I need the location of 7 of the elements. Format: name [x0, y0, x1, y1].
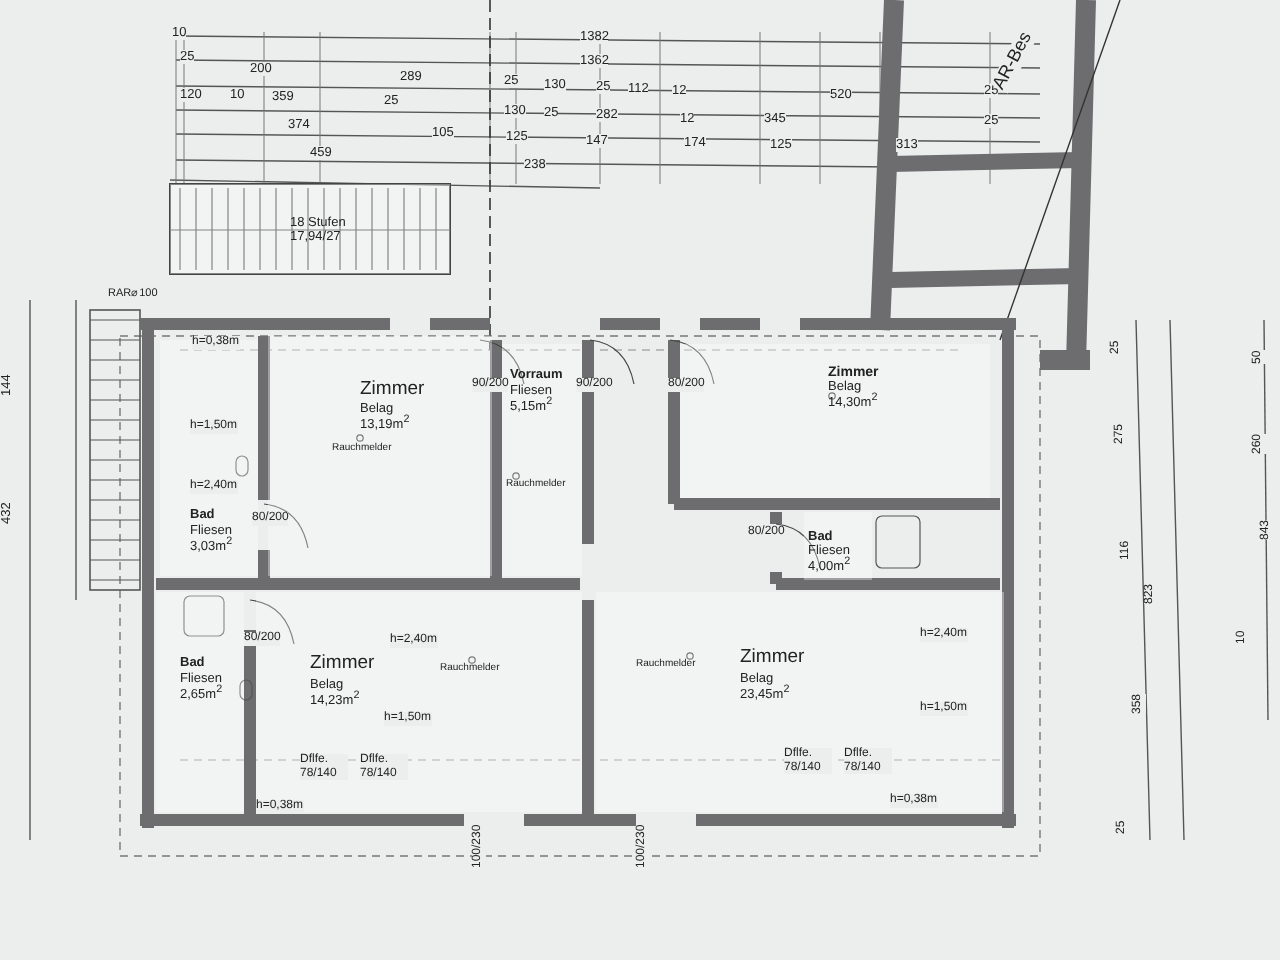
room-name: Zimmer — [310, 654, 375, 675]
staircase-area — [170, 184, 450, 274]
room-name: Zimmer — [740, 648, 805, 669]
room-area — [804, 512, 872, 580]
room-area — [596, 592, 1004, 812]
room-name: Zimmer — [360, 380, 425, 401]
room-area — [156, 592, 244, 812]
